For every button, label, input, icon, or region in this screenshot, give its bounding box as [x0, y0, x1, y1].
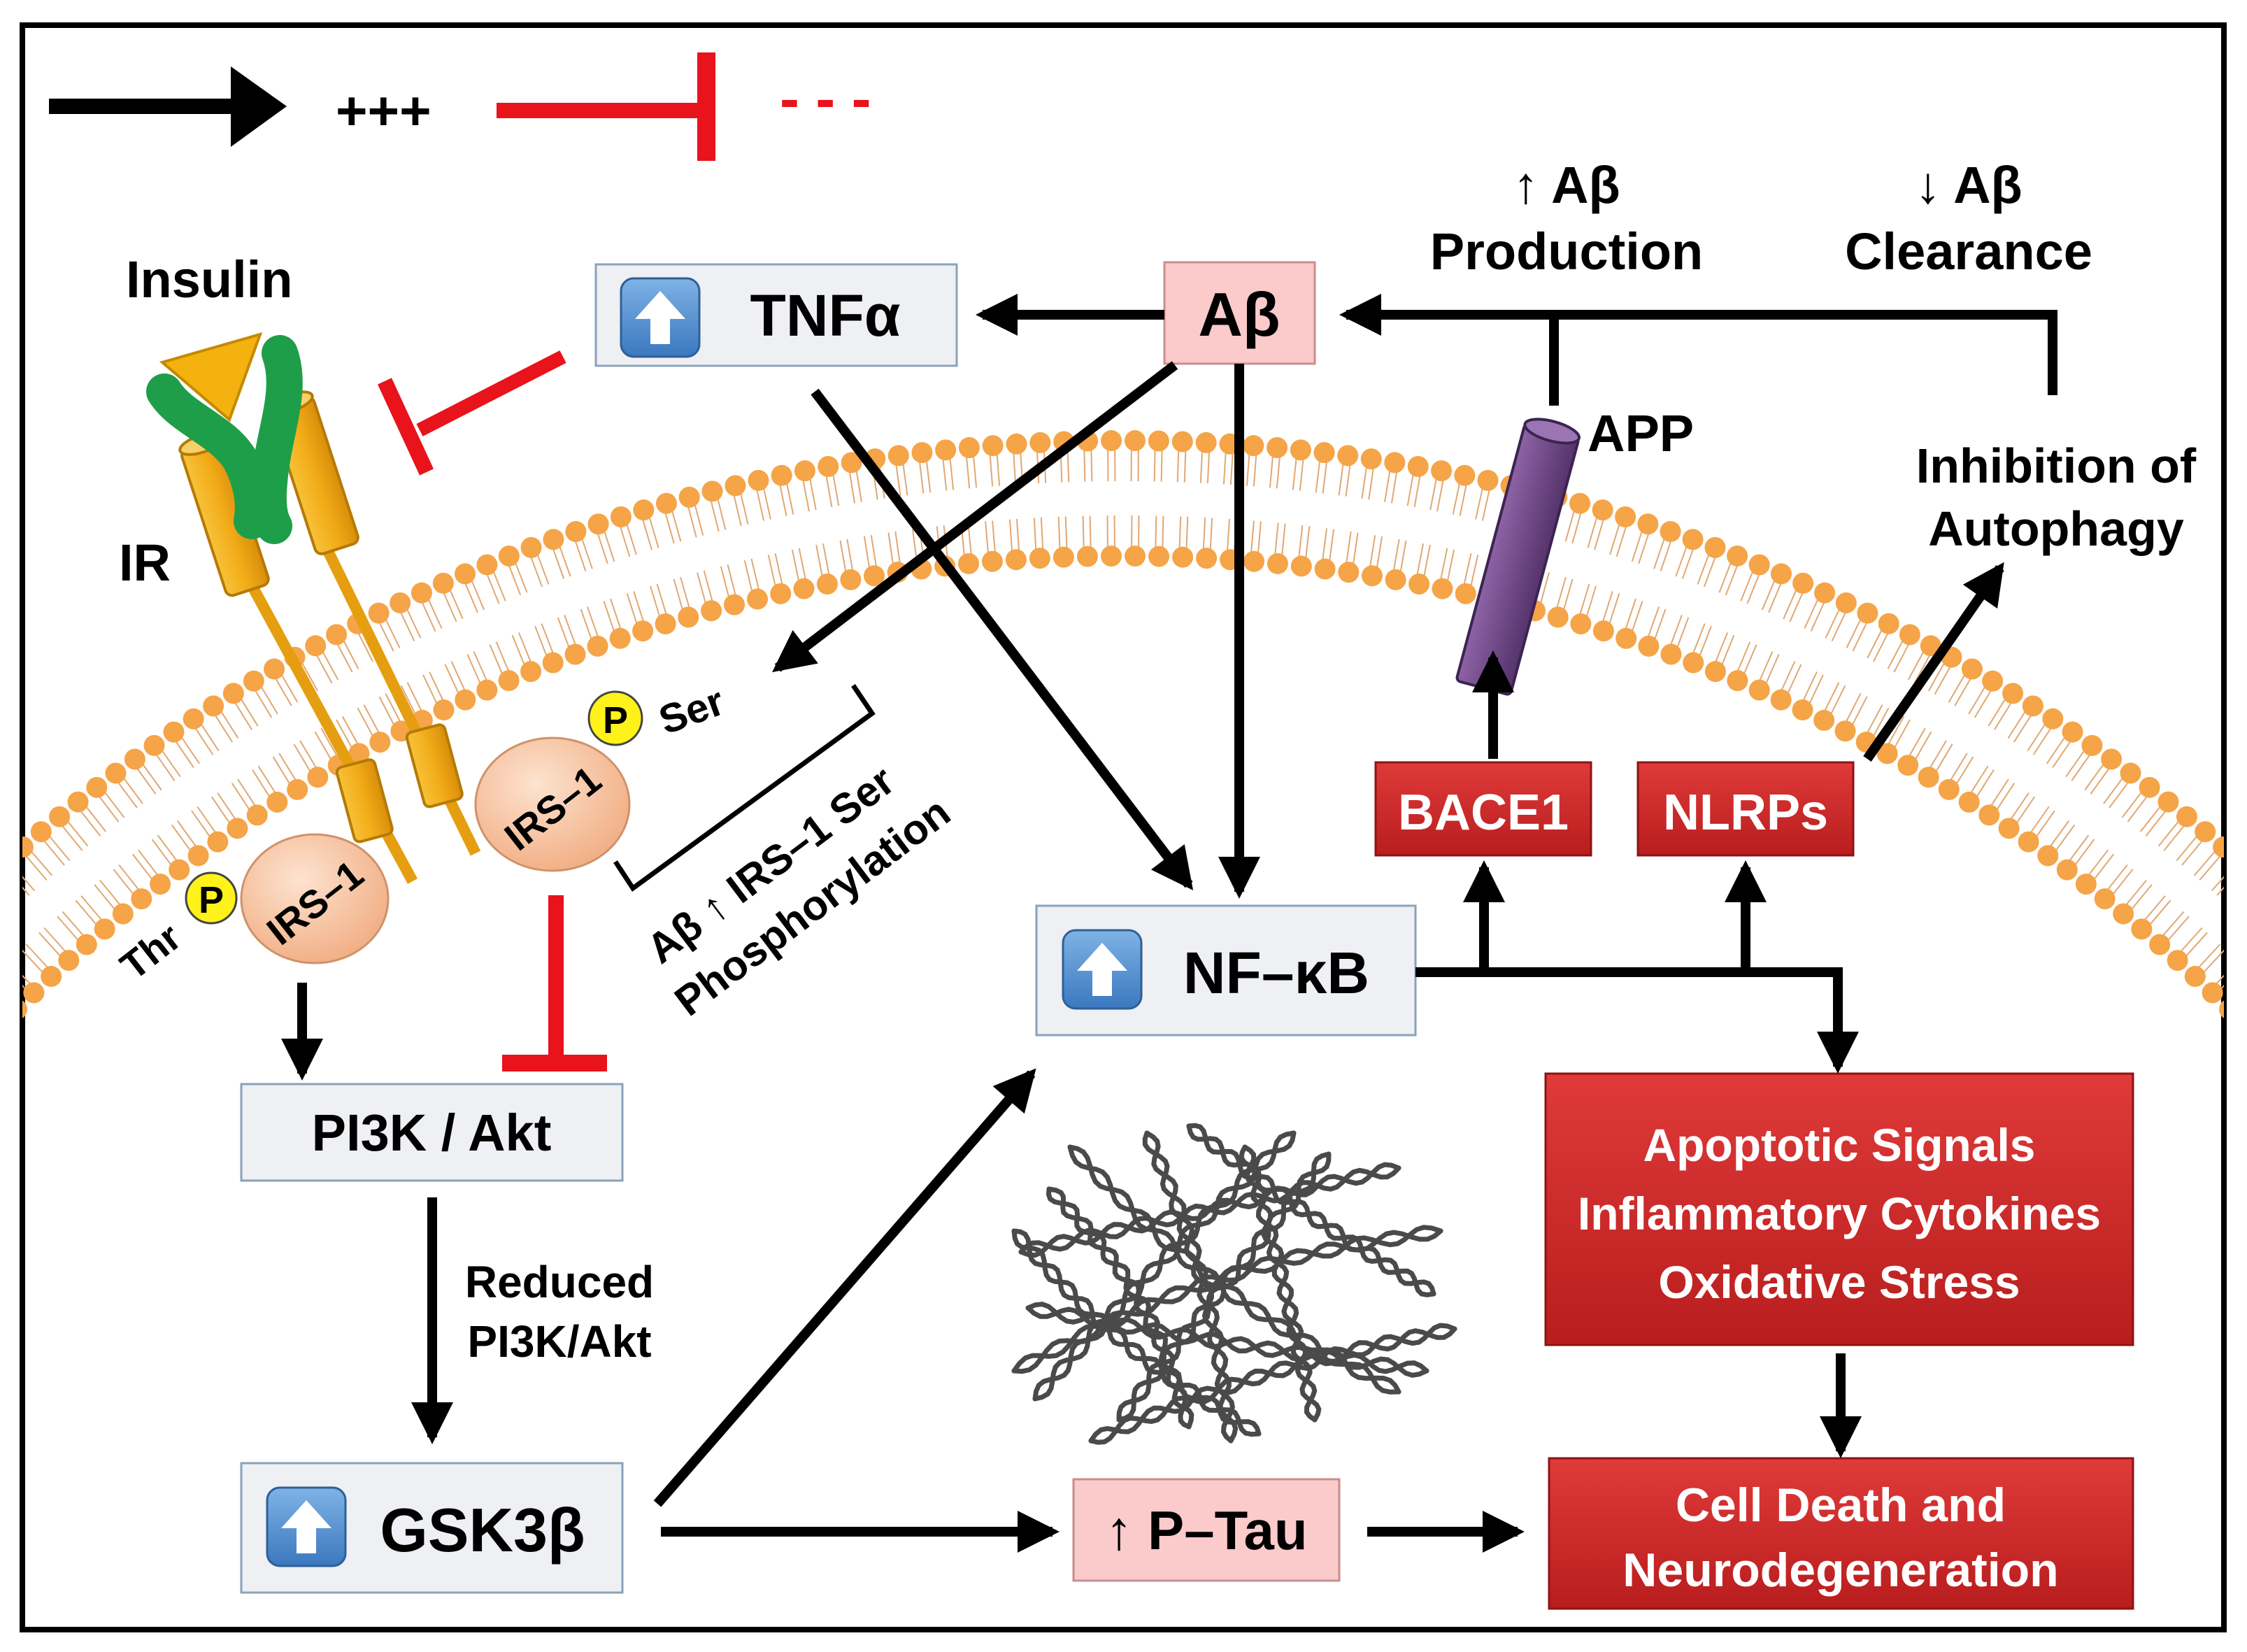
- abeta-production-line1: ↑ Aβ: [1513, 156, 1620, 214]
- tnfa-label: TNFα: [750, 283, 901, 348]
- gsk3b-node: GSK3β: [240, 1462, 624, 1594]
- legend-activation-label: +++: [336, 80, 431, 141]
- nfkb-label: NF–κB: [1183, 940, 1369, 1006]
- autophagy-line1: Inhibition of: [1916, 439, 2197, 493]
- app-label: APP: [1588, 404, 1694, 462]
- nlrps-node: NLRPs: [1636, 761, 1855, 857]
- pi3k-akt-node: PI3K / Akt: [240, 1083, 624, 1182]
- phospho-ser-icon: [587, 690, 643, 746]
- gsk3b-label: GSK3β: [380, 1495, 585, 1565]
- arrow-abeta-to-irs1-ser: [772, 361, 1178, 673]
- outcomes-node: Apoptotic Signals Inflammatory Cytokines…: [1544, 1072, 2134, 1346]
- activation-arrows: [281, 294, 2057, 1553]
- arrow-gsk3b-to-nfkb: [653, 1068, 1036, 1507]
- autophagy-line2: Autophagy: [1928, 501, 2184, 556]
- insulin-receptor-complex: Insulin IR IRS–1 P Thr: [112, 250, 730, 988]
- cell-death-line1: Cell Death and: [1676, 1479, 2006, 1532]
- legend-activation-arrowhead: [231, 66, 287, 147]
- tau-tangle-icon: [1011, 1123, 1457, 1445]
- reduced-line1: Reduced: [465, 1257, 654, 1307]
- nfkb-node: NF–κB: [1035, 904, 1417, 1037]
- phospho-ser-label: P: [603, 699, 628, 741]
- receptor-stalk-right: [323, 550, 481, 856]
- arrow-tnfa-to-nfkb: [811, 388, 1194, 890]
- receptor-arm-right: [250, 335, 303, 544]
- ptau-node: ↑ P–Tau: [1072, 1478, 1341, 1582]
- pi3k-akt-label: PI3K / Akt: [312, 1104, 552, 1162]
- abeta-node: Aβ: [1163, 261, 1316, 365]
- abeta-production-line2: Production: [1430, 222, 1704, 280]
- arrow-production-to-abeta: [1339, 294, 2057, 395]
- arrow-nfkb-to-outcomes: [1415, 967, 1859, 1074]
- tnfa-node: TNFα: [594, 263, 958, 367]
- inhibit-tnfa-to-ir-line: [416, 350, 566, 436]
- cell-death-node: Cell Death and Neurodegeneration: [1548, 1457, 2134, 1610]
- ir-label: IR: [119, 534, 171, 592]
- insulin-label: Insulin: [126, 250, 292, 308]
- ptau-label: ↑ P–Tau: [1106, 1500, 1308, 1561]
- irs1-right: [474, 736, 631, 872]
- reduced-line2: PI3K/Akt: [467, 1316, 651, 1367]
- abeta-clearance-line2: Clearance: [1845, 222, 2092, 280]
- outcome-oxidative: Oxidative Stress: [1658, 1256, 2020, 1308]
- up-arrow-icon: [266, 1486, 347, 1567]
- nlrps-label: NLRPs: [1663, 785, 1828, 841]
- legend: +++ - - -: [49, 52, 871, 161]
- up-arrow-icon: [620, 277, 701, 358]
- phospho-thr-label: P: [199, 879, 224, 921]
- phospho-thr-icon: [185, 871, 238, 925]
- bace1-label: BACE1: [1398, 785, 1569, 841]
- irs1-left: [240, 833, 390, 964]
- arrow-nlrps-to-autophagy: [1863, 562, 2004, 762]
- bace1-node: BACE1: [1374, 761, 1592, 857]
- receptor-kinase-right: [405, 723, 464, 809]
- inhibition-edges: [378, 350, 607, 1071]
- outcome-apoptotic: Apoptotic Signals: [1643, 1119, 2036, 1171]
- insulin-ligand-icon: [159, 332, 263, 422]
- legend-inhibition-label: - - -: [780, 66, 871, 131]
- abeta-clearance-line1: ↓ Aβ: [1915, 156, 2022, 214]
- inhibit-tnfa-to-ir-bar: [378, 378, 434, 476]
- cell-death-line2: Neurodegeneration: [1622, 1544, 2058, 1597]
- outcome-inflammatory: Inflammatory Cytokines: [1578, 1188, 2101, 1239]
- receptor-kinase-left: [335, 758, 394, 843]
- abeta-label: Aβ: [1198, 280, 1280, 349]
- up-arrow-icon: [1062, 929, 1143, 1010]
- ser-phos-bracket: [613, 684, 876, 892]
